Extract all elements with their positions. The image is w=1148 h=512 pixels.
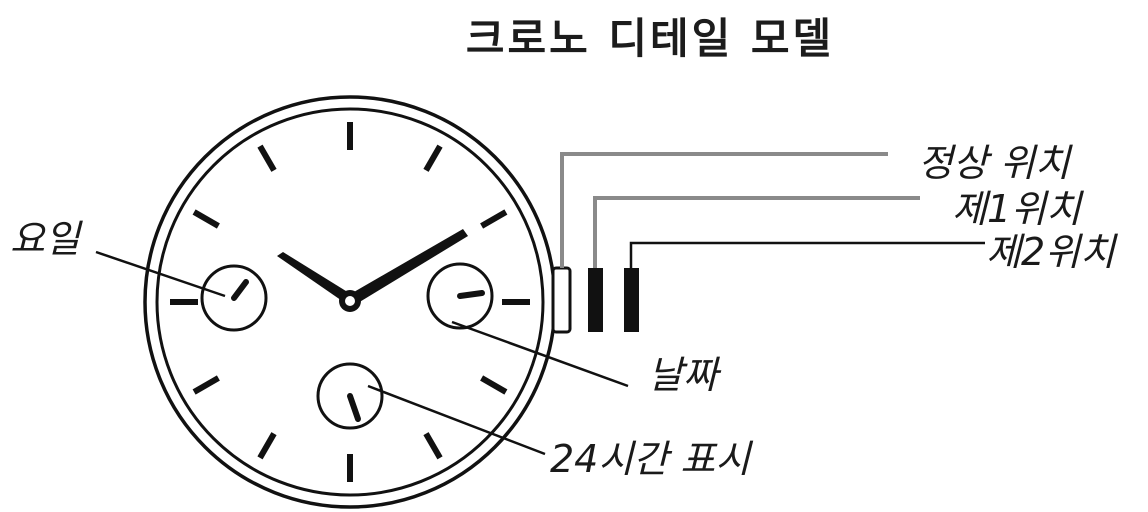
hour24-subdial-hand	[347, 393, 361, 422]
date-subdial-hand	[457, 290, 485, 299]
crown-position-1-bar	[588, 268, 603, 332]
hour-marker-11	[257, 144, 277, 172]
leader-day-of-week	[95, 250, 226, 298]
hour-marker-5	[423, 432, 443, 460]
day-subdial	[200, 264, 268, 332]
hour-markers	[170, 122, 530, 482]
label-hour24: 24시간 표시	[550, 437, 753, 481]
day-subdial-hand	[231, 279, 249, 301]
leader-date	[451, 320, 629, 388]
crown-position-2-bar	[624, 268, 639, 332]
label-date: 날짜	[648, 353, 722, 397]
label-day-of-week: 요일	[10, 217, 83, 261]
crown-normal-position	[551, 266, 572, 334]
hour-marker-10	[192, 209, 220, 229]
label-position-2: 제2위치	[986, 230, 1118, 274]
label-position-1: 제1위치	[952, 187, 1084, 231]
hour-marker-8	[192, 375, 220, 395]
leader-normal-position	[560, 152, 888, 268]
leader-position-2	[629, 241, 985, 268]
hour-marker-7	[257, 432, 277, 460]
diagram-title: 크로노 디테일 모델	[466, 14, 834, 63]
hour-marker-2	[480, 209, 508, 229]
hour-marker-4	[480, 375, 508, 395]
date-subdial	[426, 262, 494, 330]
minute-hand	[347, 229, 468, 306]
hour-hand	[277, 252, 354, 305]
hour-marker-1	[423, 144, 443, 172]
leader-hour24	[367, 384, 546, 456]
label-normal-position: 정상 위치	[918, 141, 1073, 185]
hour24-subdial	[316, 362, 384, 430]
leader-position-1	[593, 196, 920, 268]
